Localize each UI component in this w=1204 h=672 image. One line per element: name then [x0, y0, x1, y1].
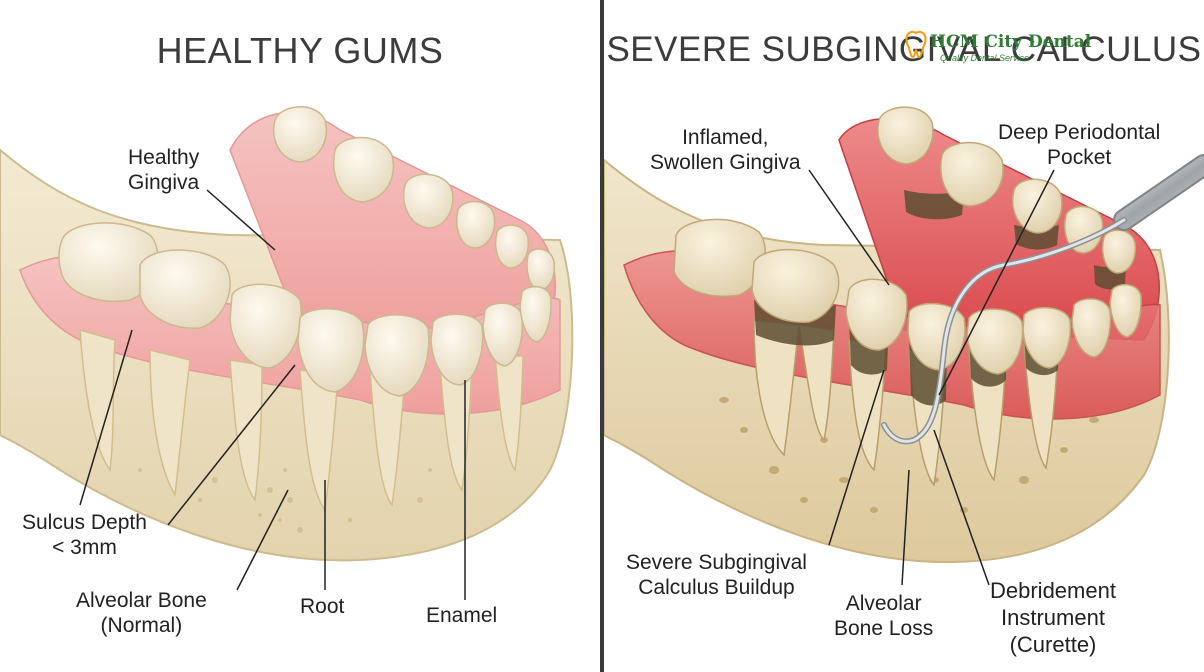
logo-tagline: Quality Dental Service	[940, 53, 1030, 63]
label-line: Calculus Buildup	[638, 576, 795, 599]
label-line: Inflamed,	[682, 126, 769, 149]
label-line: Alveolar	[845, 592, 922, 615]
label-line: Gingiva	[128, 171, 200, 194]
label-enamel: Enamel	[426, 603, 497, 628]
label-line: Bone Loss	[834, 617, 934, 640]
root-text: Root	[300, 594, 344, 619]
label-line: Deep Periodontal	[998, 121, 1161, 144]
back-teeth	[273, 106, 556, 291]
label-line: Severe Subgingival	[626, 551, 807, 574]
healthy-gums-title: HEALTHY GUMS	[156, 30, 444, 71]
label-line: (Curette)	[1009, 632, 1097, 657]
calculus-title: SEVERE SUBGINGIVAL CALCULUS	[606, 30, 1202, 69]
label-line: < 3mm	[52, 536, 117, 559]
roots	[79, 328, 524, 512]
logo-name: HCM City Dental	[930, 32, 1092, 52]
enamel-text: Enamel	[426, 603, 497, 628]
alveolar-bone-text: Alveolar Bone(Normal)	[76, 588, 207, 638]
healthy-jaw-illustration	[0, 106, 574, 600]
label-root: Root	[300, 594, 344, 619]
calculus-panel: SEVERE SUBGINGIVAL CALCULUS Inflamed,Swo…	[604, 0, 1204, 672]
front-teeth	[58, 222, 552, 397]
label-line: Pocket	[1047, 146, 1112, 169]
bone-texture	[138, 468, 432, 533]
label-line: Instrument	[1001, 605, 1105, 630]
bone-loss-texture	[719, 397, 1099, 513]
back-teeth	[877, 106, 1137, 274]
label-line: Sulcus Depth	[22, 511, 147, 534]
label-inflamed-gingiva: Inflamed,Swollen Gingiva	[650, 125, 801, 175]
tooth-logo-icon	[905, 30, 927, 58]
diseased-jaw-illustration	[604, 106, 1204, 586]
label-line: Debridement	[990, 578, 1116, 603]
label-line: (Normal)	[100, 614, 183, 637]
label-sulcus-depth: Sulcus Depth< 3mm	[22, 510, 147, 560]
label-line: Root	[300, 595, 345, 618]
label-line: Alveolar Bone	[76, 589, 207, 612]
leader-lines	[79, 189, 466, 600]
inflamed-gingiva-text: Inflamed,Swollen Gingiva	[650, 125, 801, 175]
label-line: Enamel	[426, 604, 498, 627]
panel-divider	[600, 0, 604, 672]
leader-lines	[808, 169, 1055, 586]
sulcus-depth-text: Sulcus Depth< 3mm	[22, 510, 147, 560]
label-alveolar-bone: Alveolar Bone(Normal)	[76, 588, 207, 638]
label-line: Healthy	[128, 146, 200, 169]
curette-instrument	[881, 154, 1204, 445]
label-line: Swollen Gingiva	[650, 151, 801, 174]
clinic-logo: HCM City Dental Quality Dental Service	[900, 28, 1091, 68]
